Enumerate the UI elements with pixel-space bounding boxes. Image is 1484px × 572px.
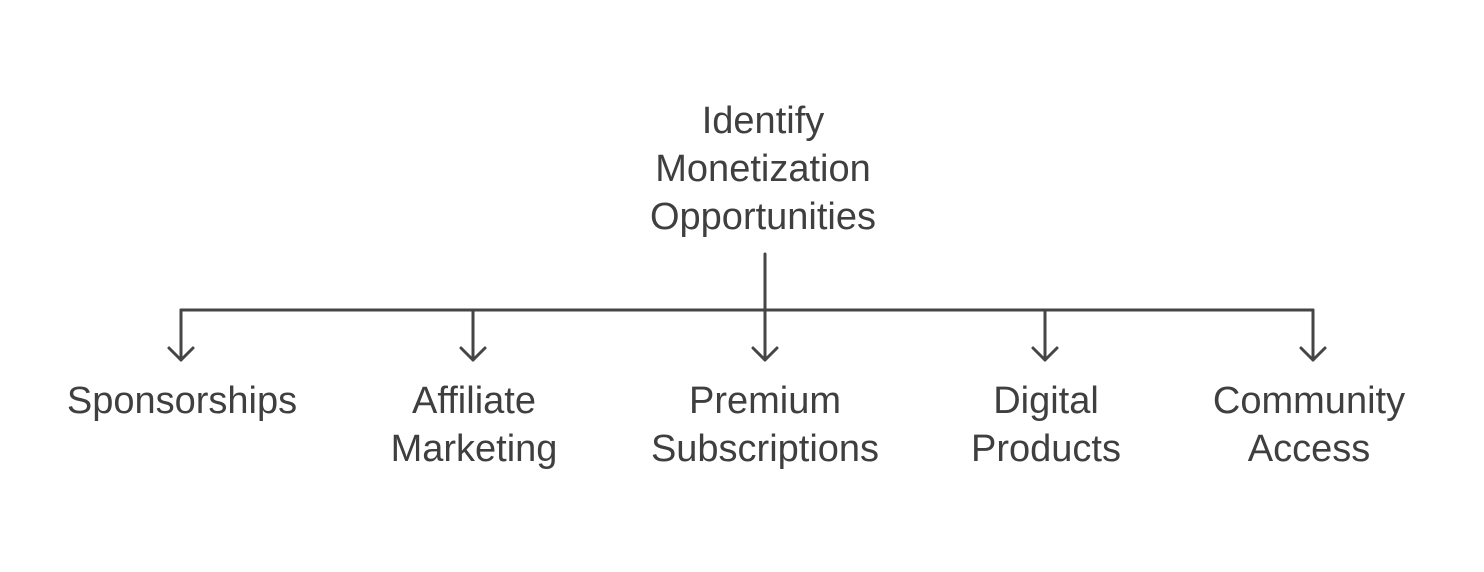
child-label-line: Community xyxy=(1212,380,1406,422)
arrowhead-digital-products xyxy=(1031,346,1059,362)
arrowhead-community-access xyxy=(1299,346,1327,362)
child-label-line: Premium xyxy=(688,380,842,422)
root-label-line: Opportunities xyxy=(649,196,876,238)
child-node-sponsorships: Sponsorships xyxy=(22,377,342,425)
child-node-digital-products: Digital Products xyxy=(886,377,1206,473)
child-node-premium-subscriptions: Premium Subscriptions xyxy=(605,377,925,473)
child-label-line: Access xyxy=(1247,428,1371,470)
child-label-line: Products xyxy=(971,428,1121,470)
arrowhead-affiliate-marketing xyxy=(459,346,487,362)
child-node-community-access: Community Access xyxy=(1149,377,1469,473)
child-label-line: Marketing xyxy=(390,428,558,470)
child-label-line: Subscriptions xyxy=(650,428,880,470)
arrowhead-sponsorships xyxy=(167,346,195,362)
child-label-line: Affiliate xyxy=(412,380,536,422)
root-label-line: Monetization xyxy=(655,148,871,190)
root-label-line: Identify xyxy=(701,100,825,142)
root-node-label: Identify Monetization Opportunities xyxy=(603,97,923,241)
arrowhead-premium-subscriptions xyxy=(751,346,779,362)
child-label-line: Sponsorships xyxy=(66,380,298,422)
child-node-affiliate-marketing: Affiliate Marketing xyxy=(314,377,634,473)
child-label-line: Digital xyxy=(993,380,1099,422)
